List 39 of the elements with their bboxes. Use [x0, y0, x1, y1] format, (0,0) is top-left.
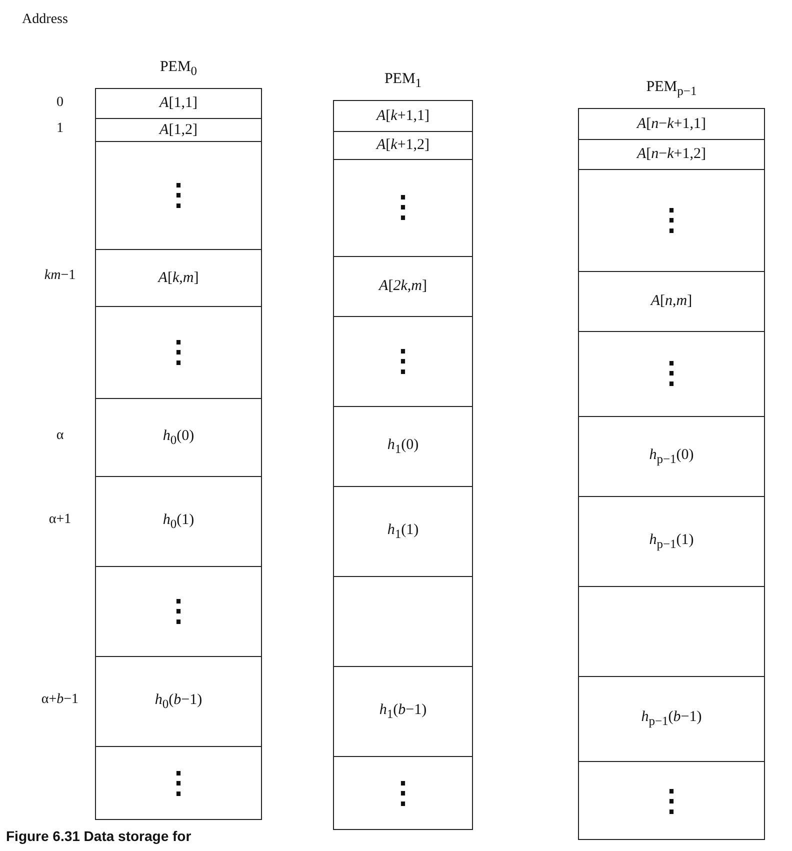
- cell-text: h$_{p−1}$(0): [649, 446, 694, 466]
- cell-text: h$_{1}$(b−1): [379, 702, 427, 722]
- cell-text: h$_{1}$(1): [387, 522, 419, 542]
- cell-text: A[n−k+1,2]: [636, 146, 706, 163]
- cell-text: h$_{p−1}$(1): [649, 532, 694, 552]
- address-label: 1: [56, 121, 64, 137]
- cell-text: A[n−k+1,1]: [636, 116, 706, 132]
- ellipsis: ⋮: [164, 596, 194, 626]
- address-label: α+1: [48, 512, 72, 528]
- column-heading: PEM$_{0}$: [158, 59, 198, 79]
- ellipsis: ⋮: [388, 193, 418, 223]
- column-heading: PEM$_{1}$: [383, 71, 423, 91]
- address-label: α: [56, 428, 64, 444]
- ellipsis: ⋮: [656, 206, 686, 236]
- column-heading: Address: [22, 12, 68, 28]
- address-label: 0: [56, 95, 64, 111]
- cell-text: A[2k,m]: [379, 278, 427, 295]
- ellipsis: ⋮: [656, 786, 686, 816]
- cell-text: h$_{0}$(0): [162, 428, 194, 448]
- cell-text: h$_{0}$(b−1): [154, 692, 202, 712]
- ellipsis: ⋮: [656, 359, 686, 389]
- ellipsis: ⋮: [164, 180, 194, 210]
- cell-text: h$_{p−1}$(b−1): [641, 709, 702, 729]
- ellipsis: ⋮: [164, 769, 194, 799]
- ellipsis: ⋮: [388, 346, 418, 376]
- cell-text: A[n,m]: [650, 293, 692, 310]
- cell-text: A[1,1]: [160, 95, 198, 112]
- address-label: α+b−1: [41, 692, 79, 708]
- cell-text: A[k+1,2]: [376, 137, 430, 154]
- cell-text: h$_{1}$(0): [387, 436, 419, 456]
- ellipsis: ⋮: [388, 779, 418, 809]
- cell-text: A[1,2]: [160, 122, 198, 138]
- address-label: km−1: [44, 268, 76, 284]
- column-heading: PEM$_{p−1}$: [645, 79, 698, 99]
- ellipsis: ⋮: [164, 338, 194, 368]
- cell-text: A[k+1,1]: [376, 108, 430, 124]
- cell-text: h$_{0}$(1): [162, 512, 194, 532]
- figure-caption: Figure 6.31 Data storage for: [6, 828, 192, 844]
- cell-text: A[k,m]: [158, 270, 199, 286]
